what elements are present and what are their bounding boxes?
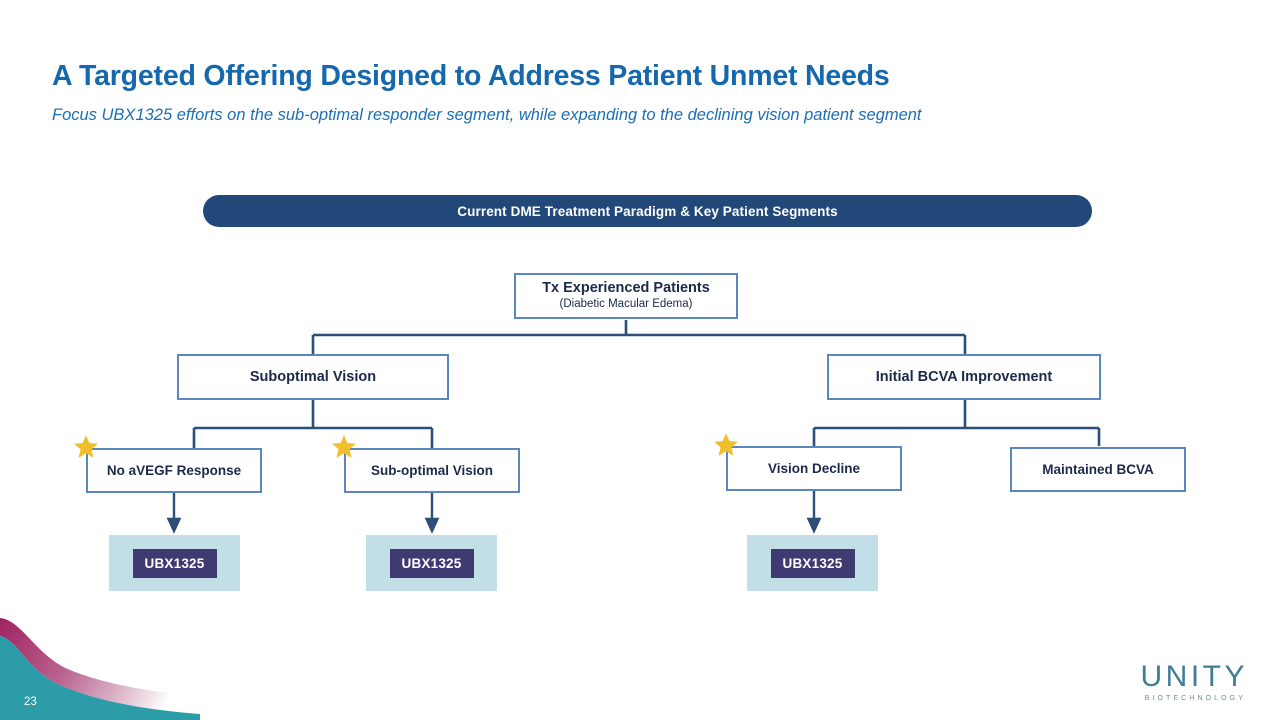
outcome-ubx1325-no-avegf[interactable]: UBX1325 — [109, 535, 240, 591]
node-title: Tx Experienced Patients — [542, 280, 710, 297]
node-no-avegf-response[interactable]: No aVEGF Response — [86, 448, 262, 493]
node-title: Suboptimal Vision — [249, 368, 377, 385]
ubx-chip-label: UBX1325 — [389, 548, 474, 578]
node-title: Maintained BCVA — [1042, 461, 1154, 477]
outcome-ubx1325-sub-optimal[interactable]: UBX1325 — [366, 535, 497, 591]
logo-wordmark: UNITY — [1140, 660, 1248, 693]
node-maintained-bcva[interactable]: Maintained BCVA — [1010, 447, 1186, 492]
node-title: Sub-optimal Vision — [370, 462, 493, 478]
page-number: 23 — [24, 696, 37, 708]
section-banner-label: Current DME Treatment Paradigm & Key Pat… — [457, 203, 838, 219]
company-logo: UNITY BIOTECHNOLOGY — [1140, 660, 1249, 703]
node-sub-optimal-vision[interactable]: Sub-optimal Vision — [344, 448, 520, 493]
node-subtitle: (Diabetic Macular Edema) — [559, 297, 693, 310]
star-icon — [74, 435, 98, 458]
section-banner: Current DME Treatment Paradigm & Key Pat… — [203, 195, 1092, 227]
star-icon — [714, 433, 738, 456]
page-subtitle: Focus UBX1325 efforts on the sub-optimal… — [52, 106, 922, 124]
node-title: No aVEGF Response — [106, 462, 242, 478]
node-title: Vision Decline — [767, 460, 861, 476]
star-icon — [332, 435, 356, 458]
ubx-chip-label: UBX1325 — [770, 548, 855, 578]
outcome-ubx1325-vision-decline[interactable]: UBX1325 — [747, 535, 878, 591]
node-suboptimal-vision[interactable]: Suboptimal Vision — [177, 354, 449, 400]
ubx-chip-label: UBX1325 — [132, 548, 217, 578]
node-initial-bcva-improvement[interactable]: Initial BCVA Improvement — [827, 354, 1101, 400]
node-title: Initial BCVA Improvement — [875, 368, 1053, 385]
page-title: A Targeted Offering Designed to Address … — [52, 60, 890, 92]
node-vision-decline[interactable]: Vision Decline — [726, 446, 902, 491]
logo-tagline: BIOTECHNOLOGY — [1144, 695, 1246, 702]
node-tx-experienced-patients[interactable]: Tx Experienced Patients (Diabetic Macula… — [514, 273, 738, 319]
